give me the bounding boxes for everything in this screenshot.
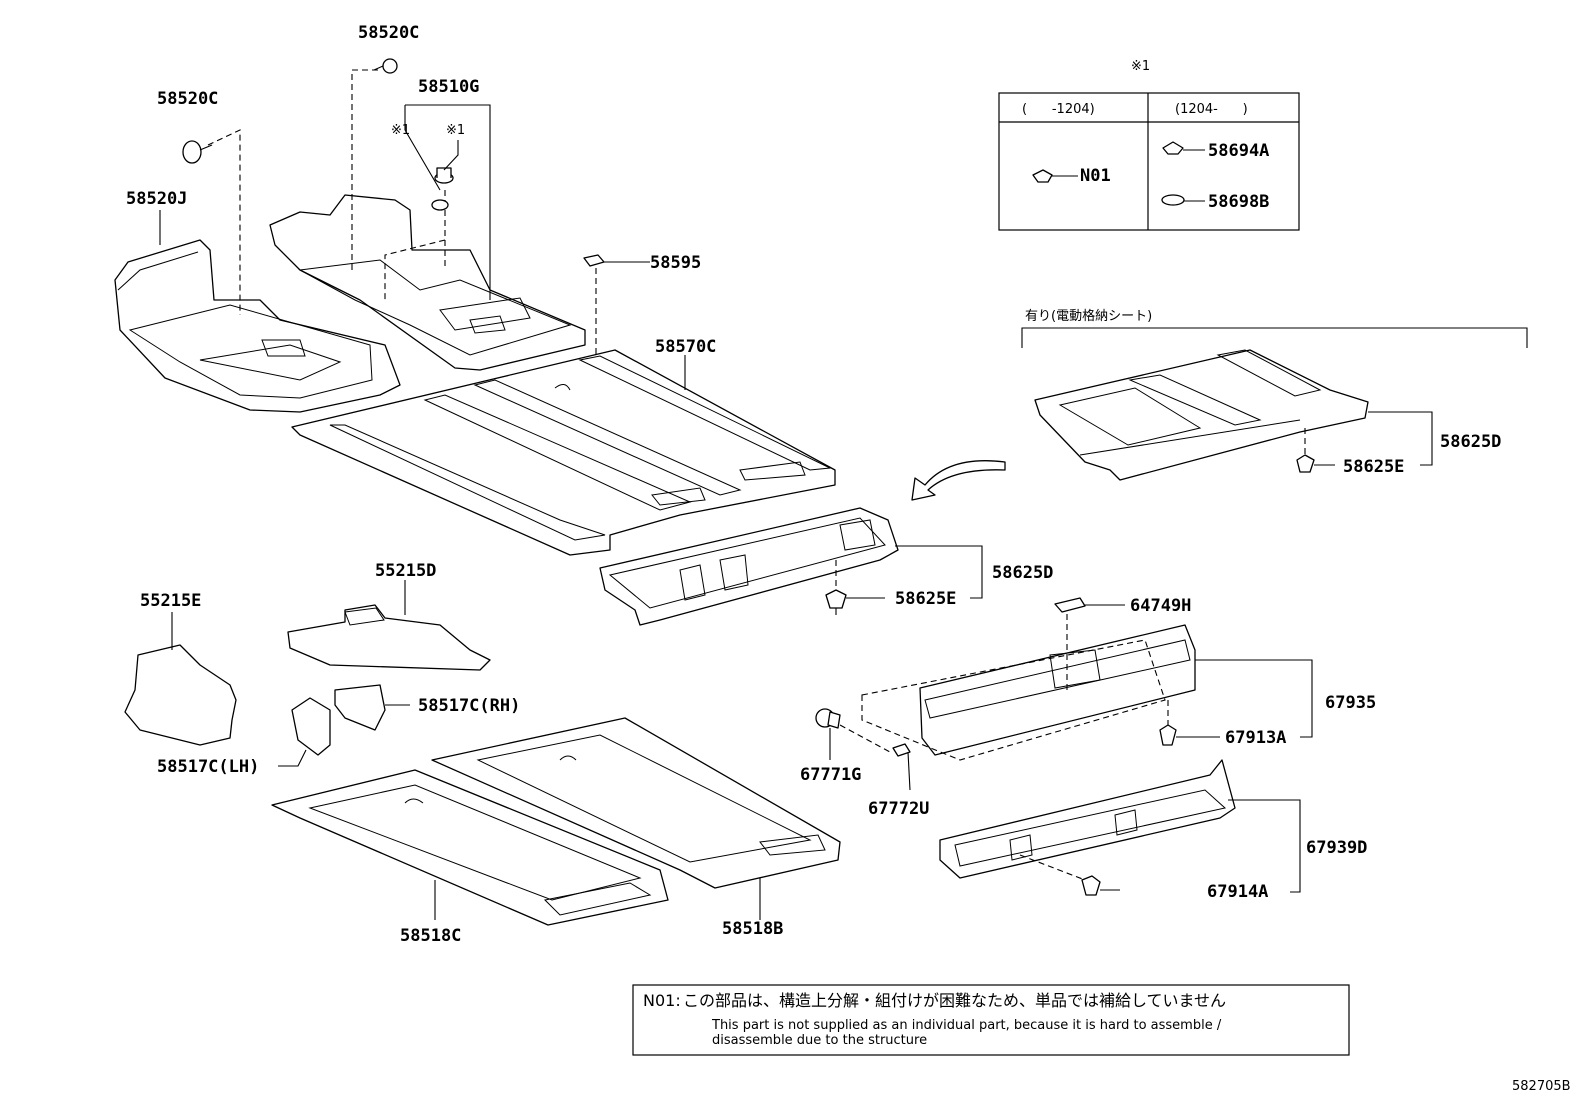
option-label: 有り(電動格納シート) <box>1025 308 1152 324</box>
table-col2-header: (1204- ) <box>1175 102 1248 117</box>
label-58518c: 58518C <box>400 926 461 946</box>
label-58520j: 58520J <box>126 189 187 209</box>
leader-clip-b <box>384 239 446 300</box>
rear-step-cover-67935 <box>919 624 1196 756</box>
clip-58694a-icon <box>1162 141 1205 155</box>
label-67939d: 67939D <box>1306 838 1367 858</box>
note-box <box>632 984 1350 1056</box>
table-n01: N01 <box>1080 166 1111 186</box>
note-en-line2: disassemble due to the structure <box>712 1033 927 1048</box>
label-58518b: 58518B <box>722 919 783 939</box>
mark-x1-table: ※1 <box>1131 59 1150 74</box>
middle-floor-member <box>599 507 899 626</box>
clip-67914a-icon <box>1081 875 1101 896</box>
spacer-58517c-lh <box>291 697 331 756</box>
clip-58595-icon <box>583 254 605 267</box>
label-58520c-left: 58520C <box>157 89 218 109</box>
bracket-58510g <box>404 104 491 300</box>
leader-58520c-left <box>207 129 241 315</box>
label-58517c-lh: 58517C(LH) <box>157 757 259 777</box>
leader-58520c-top <box>351 69 378 270</box>
spacer-58517c-rh <box>334 684 386 731</box>
label-67914a: 67914A <box>1207 882 1268 902</box>
label-58625d-right: 58625D <box>1440 432 1501 452</box>
floor-silencer-pad-d <box>287 604 491 671</box>
clip-67913a-icon <box>1159 724 1177 746</box>
diagram-id: 582705B <box>1512 1079 1571 1094</box>
clip-64749h-icon <box>1054 597 1086 613</box>
middle-floor-carpet <box>291 349 836 556</box>
clip-67771g-icon <box>815 708 841 729</box>
rear-floor-member-optional <box>1034 349 1369 481</box>
floor-silencer-pad-e <box>124 644 237 746</box>
clip-58625e-mid-icon <box>825 589 847 615</box>
clip-x1a-icon <box>434 167 454 184</box>
note-jp: この部品は、構造上分解・組付けが困難なため、単品では補給していません <box>683 991 1226 1010</box>
label-58595: 58595 <box>650 253 701 273</box>
label-58520c-top: 58520C <box>358 23 419 43</box>
label-67771g: 67771G <box>800 765 861 785</box>
applicability-table <box>998 92 1300 231</box>
mark-x1-b: ※1 <box>446 123 465 138</box>
label-67935: 67935 <box>1325 693 1376 713</box>
note-code: N01: <box>643 991 681 1010</box>
label-58510g: 58510G <box>418 77 479 97</box>
label-55215d: 55215D <box>375 561 436 581</box>
table-col1-header: ( -1204) <box>1022 102 1095 117</box>
label-67913a: 67913A <box>1225 728 1286 748</box>
table-58694a: 58694A <box>1208 141 1269 161</box>
rear-step-cover-67939d <box>939 759 1236 879</box>
clip-n01-icon <box>1032 169 1078 183</box>
label-58570c: 58570C <box>655 337 716 357</box>
clip-58520c-left-icon <box>182 140 213 164</box>
clip-58520c-top-icon <box>373 58 398 74</box>
label-58517c-rh: 58517C(RH) <box>418 696 520 716</box>
clip-67772u-icon <box>892 743 911 791</box>
rear-floor-carpet-c <box>271 769 669 926</box>
arrow-icon <box>911 460 1006 501</box>
rear-floor-carpet-b <box>431 717 841 889</box>
option-bracket <box>1021 327 1528 348</box>
label-67772u: 67772U <box>868 799 929 819</box>
mark-x1-a: ※1 <box>391 123 410 138</box>
clip-58698b-icon <box>1161 194 1205 206</box>
label-55215e: 55215E <box>140 591 201 611</box>
table-58698b: 58698B <box>1208 192 1269 212</box>
clip-58625e-right-icon <box>1296 454 1315 473</box>
front-floor-carpet-left <box>114 239 401 413</box>
clip-x1b-icon <box>431 199 449 211</box>
label-58625e-right: 58625E <box>1343 457 1404 477</box>
label-58625e-mid: 58625E <box>895 589 956 609</box>
label-58625d-mid: 58625D <box>992 563 1053 583</box>
note-en-line1: This part is not supplied as an individu… <box>711 1018 1222 1033</box>
label-64749h: 64749H <box>1130 596 1191 616</box>
